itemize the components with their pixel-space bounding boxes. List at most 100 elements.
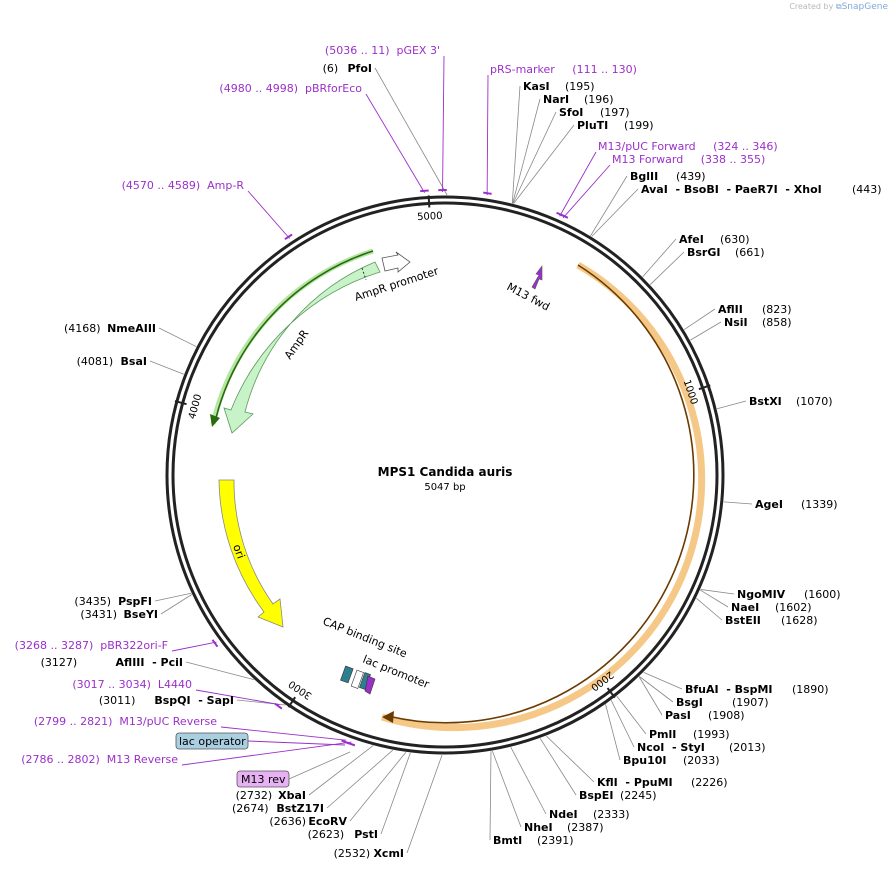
enzyme-leader: [512, 98, 541, 204]
m13-fwd-label: M13 fwd: [505, 280, 552, 313]
primer-mark: [346, 741, 356, 747]
primer-label: pRS-marker (111 .. 130): [490, 63, 637, 76]
enzyme-position: (1890): [792, 683, 829, 696]
enzyme-name: BspQI - SapI: [154, 694, 234, 707]
primer-leader: [195, 689, 280, 706]
enzyme-name: XbaI: [278, 789, 306, 802]
enzyme-position: (1628): [781, 614, 818, 627]
enzyme-position: (1600): [804, 588, 841, 601]
snapgene-credit: Created by ⧉SnapGene: [789, 2, 888, 12]
lac-operator-label: lac operator: [179, 735, 246, 748]
enzyme-position: (1908): [708, 709, 745, 722]
tick-mark: [287, 696, 297, 708]
enzyme-name: Bpu10I: [623, 754, 667, 767]
enzyme-name: NsiI: [724, 316, 748, 329]
m13-rev-label: M13 rev: [241, 773, 286, 786]
primer-mark: [420, 189, 429, 193]
enzyme-position: (199): [624, 119, 654, 132]
primer-mark: [211, 639, 219, 648]
enzyme-leader: [546, 735, 595, 783]
enzyme-name: NaeI: [731, 601, 759, 614]
primer-mark: [274, 702, 283, 710]
enzyme-position: (3127): [41, 656, 78, 669]
enzyme-name: NgoMIV: [737, 588, 786, 601]
enzyme-name: NarI: [543, 93, 569, 106]
enzyme-name: PasI: [665, 709, 691, 722]
enzyme-leader: [610, 700, 635, 748]
primer-label: (2799 .. 2821) M13/pUC Reverse: [34, 715, 217, 728]
tick-mark: [427, 195, 431, 208]
enzyme-leader: [149, 360, 184, 375]
enzyme-leader: [406, 754, 443, 854]
primer-label: (5036 .. 11) pGEX 3': [325, 44, 440, 57]
primer-label: M13 Forward (338 .. 355): [612, 153, 765, 166]
enzyme-leader: [590, 175, 628, 236]
enzyme-leader: [643, 671, 683, 690]
tick-mark: [698, 384, 711, 391]
site-labels: PfoI(6)KasI(195)NarI(196)SfoI(197)PluTI(…: [15, 44, 882, 860]
enzyme-name: NdeI: [549, 808, 578, 821]
enzyme-name: KflI - PpuMI: [597, 776, 673, 789]
enzyme-position: (196): [584, 93, 614, 106]
enzyme-name: PmlI: [649, 728, 676, 741]
primer-leader: [171, 641, 217, 652]
enzyme-name: BfuAI - BspMI: [685, 683, 773, 696]
leader-lines: [149, 55, 753, 854]
enzyme-leader: [308, 745, 374, 796]
primer-label: (3017 .. 3034) L4440: [72, 678, 192, 691]
enzyme-name: AflII: [718, 303, 743, 316]
enzyme-leader: [642, 238, 677, 278]
enzyme-leader: [700, 589, 735, 595]
ampr-outer-arrowhead: [210, 414, 220, 427]
enzyme-leader: [185, 661, 254, 681]
insert-region-arrowhead: [382, 711, 394, 723]
enzyme-position: (661): [735, 246, 765, 259]
enzyme-leader: [696, 597, 723, 621]
enzyme-name: AfeI: [679, 233, 704, 246]
cap-binding-site-box: [340, 665, 354, 684]
enzyme-name: NmeAIII: [107, 322, 156, 335]
brand-name: SnapGene: [841, 2, 888, 12]
enzyme-name: BglII: [630, 170, 658, 183]
enzyme-leader: [700, 589, 729, 608]
enzyme-leader: [154, 592, 192, 602]
enzyme-name: KasI: [523, 80, 550, 93]
enzyme-name: NcoI - StyI: [637, 741, 705, 754]
backbone: [165, 195, 725, 755]
enzyme-position: (630): [720, 233, 750, 246]
enzyme-name: BstEII: [725, 614, 761, 627]
ampr-arrow: [223, 261, 381, 434]
enzyme-leader: [539, 738, 577, 796]
enzyme-name: BsaI: [121, 355, 147, 368]
enzyme-position: (6): [323, 62, 339, 75]
primer-mark: [284, 233, 293, 241]
enzyme-leader: [513, 124, 575, 204]
enzyme-position: (1070): [796, 395, 833, 408]
insert-region-arc: [380, 261, 706, 732]
enzyme-name: XcmI: [373, 847, 404, 860]
enzyme-name: PluTI: [577, 119, 608, 132]
tick-label: 4000: [187, 393, 204, 420]
enzyme-position: (2013): [729, 741, 766, 754]
m13-fwd-arrow: [531, 265, 543, 290]
insert-region-core: [387, 264, 695, 724]
enzyme-position: (195): [565, 80, 595, 93]
enzyme-position: (2245): [620, 789, 657, 802]
primer-leader: [220, 726, 347, 741]
enzyme-position: (2391): [537, 834, 574, 847]
primer-leader: [559, 151, 597, 217]
enzyme-position: (2636): [269, 815, 306, 828]
enzyme-leader: [326, 749, 394, 809]
primer-leader: [365, 93, 425, 193]
enzyme-name: EcoRV: [308, 815, 347, 828]
enzyme-leader: [510, 746, 547, 815]
enzyme-name: AvaI - BsoBI - PaeR7I - XhoI: [641, 183, 822, 196]
enzyme-leader: [638, 676, 663, 716]
enzyme-position: (4168): [64, 322, 101, 335]
enzyme-position: (2674): [232, 802, 269, 815]
enzyme-position: (1907): [732, 696, 769, 709]
enzyme-name: PspFI: [118, 595, 152, 608]
tick-mark: [174, 400, 187, 406]
enzyme-leader: [491, 750, 522, 828]
